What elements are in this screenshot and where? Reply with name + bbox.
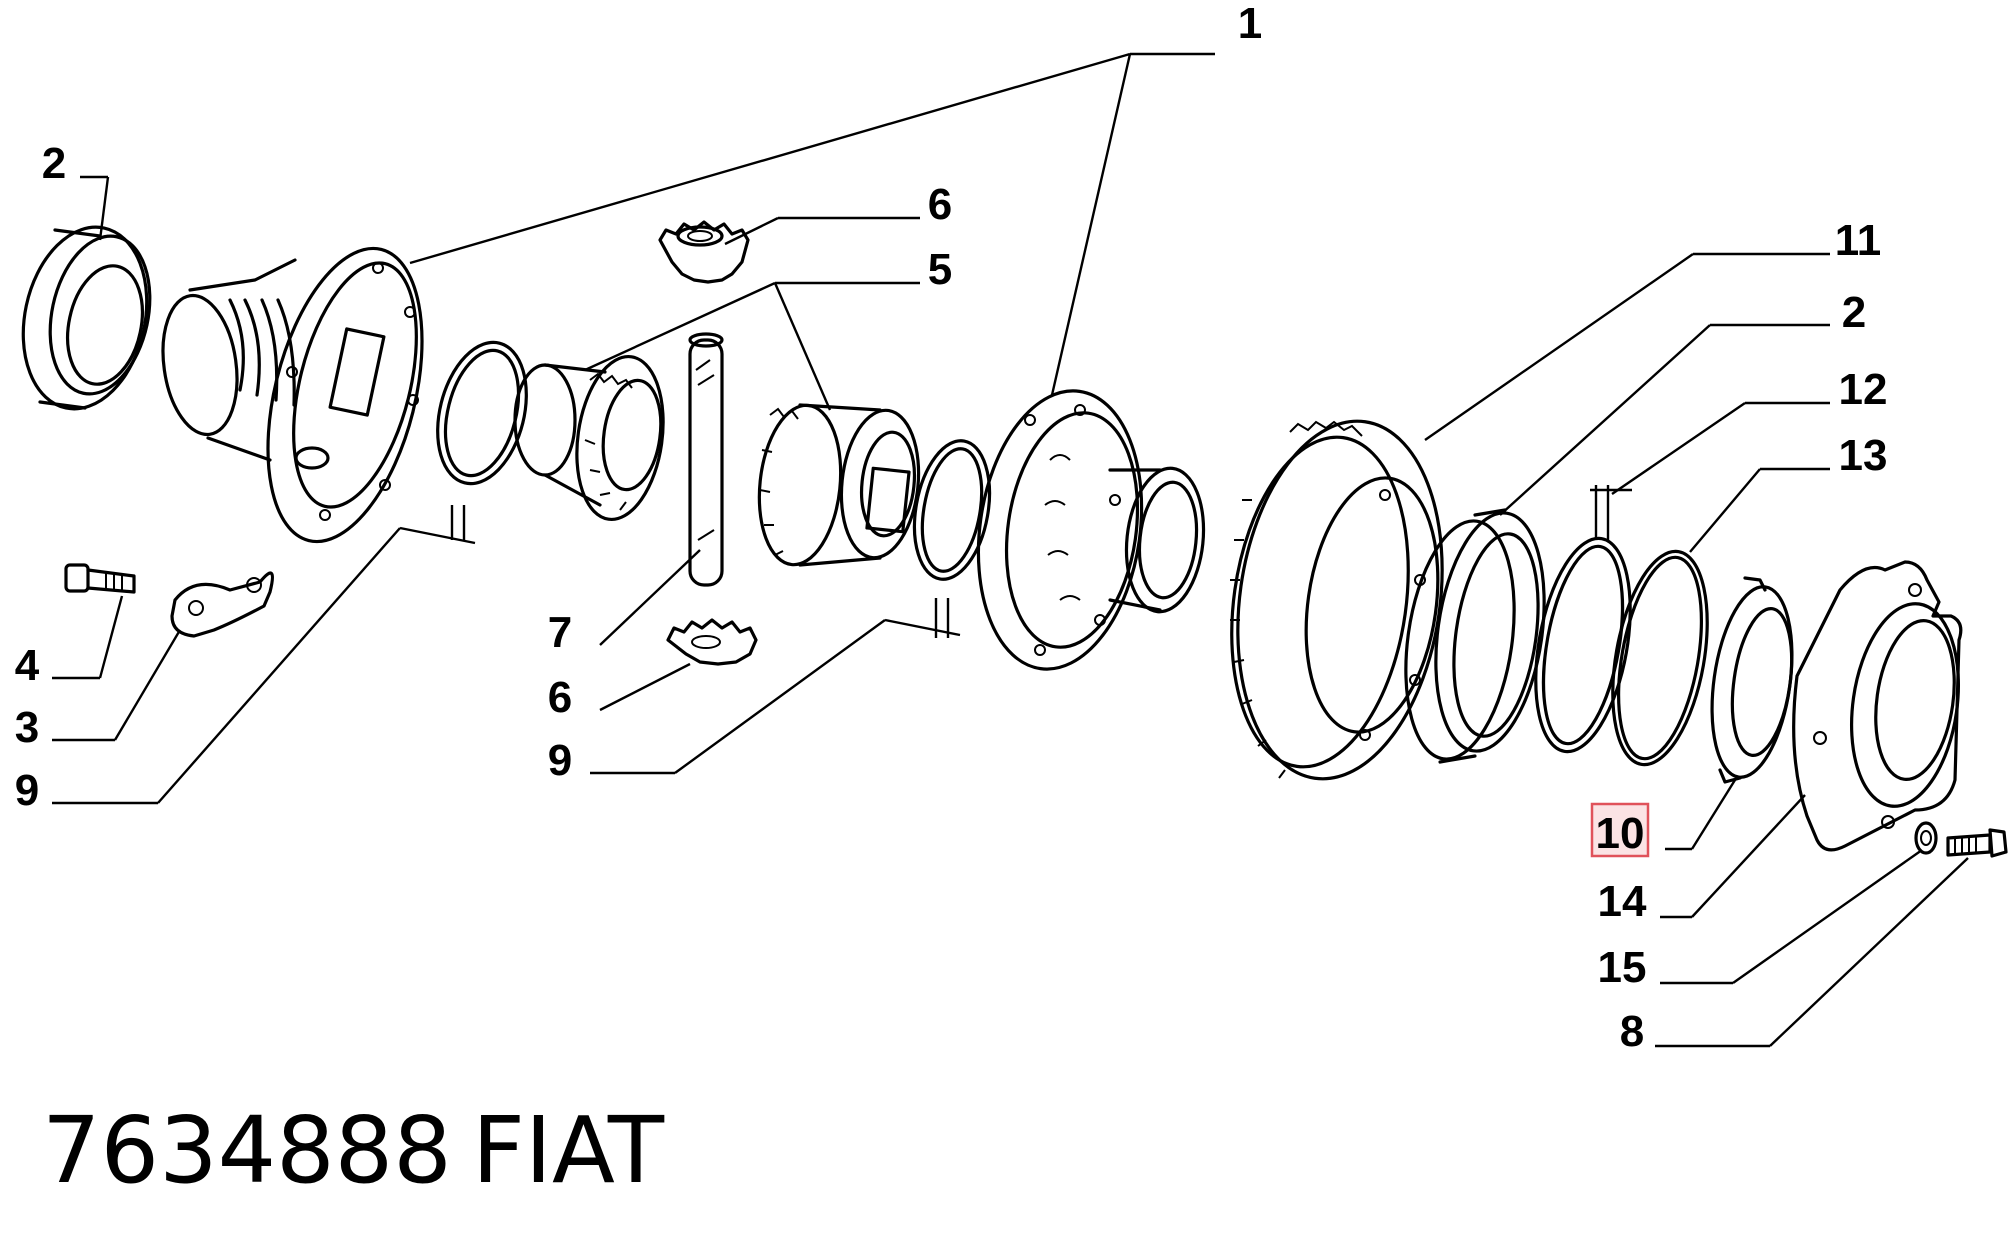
bearing-right bbox=[1404, 508, 1546, 764]
snap-ring-13 bbox=[1611, 549, 1709, 767]
callout-2-right: 2 bbox=[1842, 288, 1866, 337]
highlight-box-10 bbox=[1590, 802, 1650, 858]
bolt-8 bbox=[1946, 828, 2008, 858]
callout-3: 3 bbox=[15, 703, 39, 752]
callout-10: 10 bbox=[1596, 809, 1645, 858]
differential-case-right bbox=[976, 389, 1206, 671]
differential-case-left bbox=[161, 246, 424, 544]
oil-seal-10 bbox=[1710, 576, 1794, 784]
callout-8: 8 bbox=[1620, 1007, 1644, 1056]
bracket-3 bbox=[170, 571, 274, 638]
side-gear-right bbox=[757, 403, 921, 567]
pinion-shaft bbox=[688, 332, 724, 587]
callout-14: 14 bbox=[1598, 877, 1647, 926]
planet-gear-bottom bbox=[666, 618, 758, 666]
bearing-cover-14 bbox=[1792, 560, 1963, 852]
shim-12 bbox=[1534, 485, 1632, 754]
callout-5: 5 bbox=[928, 245, 952, 294]
planet-gear-top bbox=[658, 220, 750, 284]
callout-1: 1 bbox=[1238, 0, 1262, 48]
callout-13: 13 bbox=[1839, 431, 1888, 480]
part-number-caption: 7634888 bbox=[42, 1097, 452, 1204]
callout-15: 15 bbox=[1598, 943, 1647, 992]
bolt-4 bbox=[64, 563, 136, 594]
callout-4: 4 bbox=[15, 641, 40, 690]
brand-caption: FIAT bbox=[472, 1097, 665, 1204]
ring-gear bbox=[1230, 419, 1444, 781]
callout-9-mid: 9 bbox=[548, 736, 572, 785]
callout-12: 12 bbox=[1839, 365, 1888, 414]
callout-7: 7 bbox=[548, 608, 572, 657]
callout-11: 11 bbox=[1835, 216, 1882, 265]
callout-9-left: 9 bbox=[15, 766, 39, 815]
callout-6-bottom: 6 bbox=[548, 673, 572, 722]
shim-ring-left bbox=[436, 340, 528, 540]
washer-15 bbox=[1914, 821, 1938, 855]
bearing-left bbox=[21, 225, 152, 411]
callout-labels: 1 2 6 5 7 6 9 4 3 9 11 2 12 13 10 14 15 … bbox=[15, 0, 1888, 1056]
callout-6-top: 6 bbox=[928, 180, 952, 229]
side-gear-left bbox=[513, 354, 665, 522]
leader-lines bbox=[52, 52, 1969, 1048]
callout-2-left: 2 bbox=[42, 139, 66, 188]
